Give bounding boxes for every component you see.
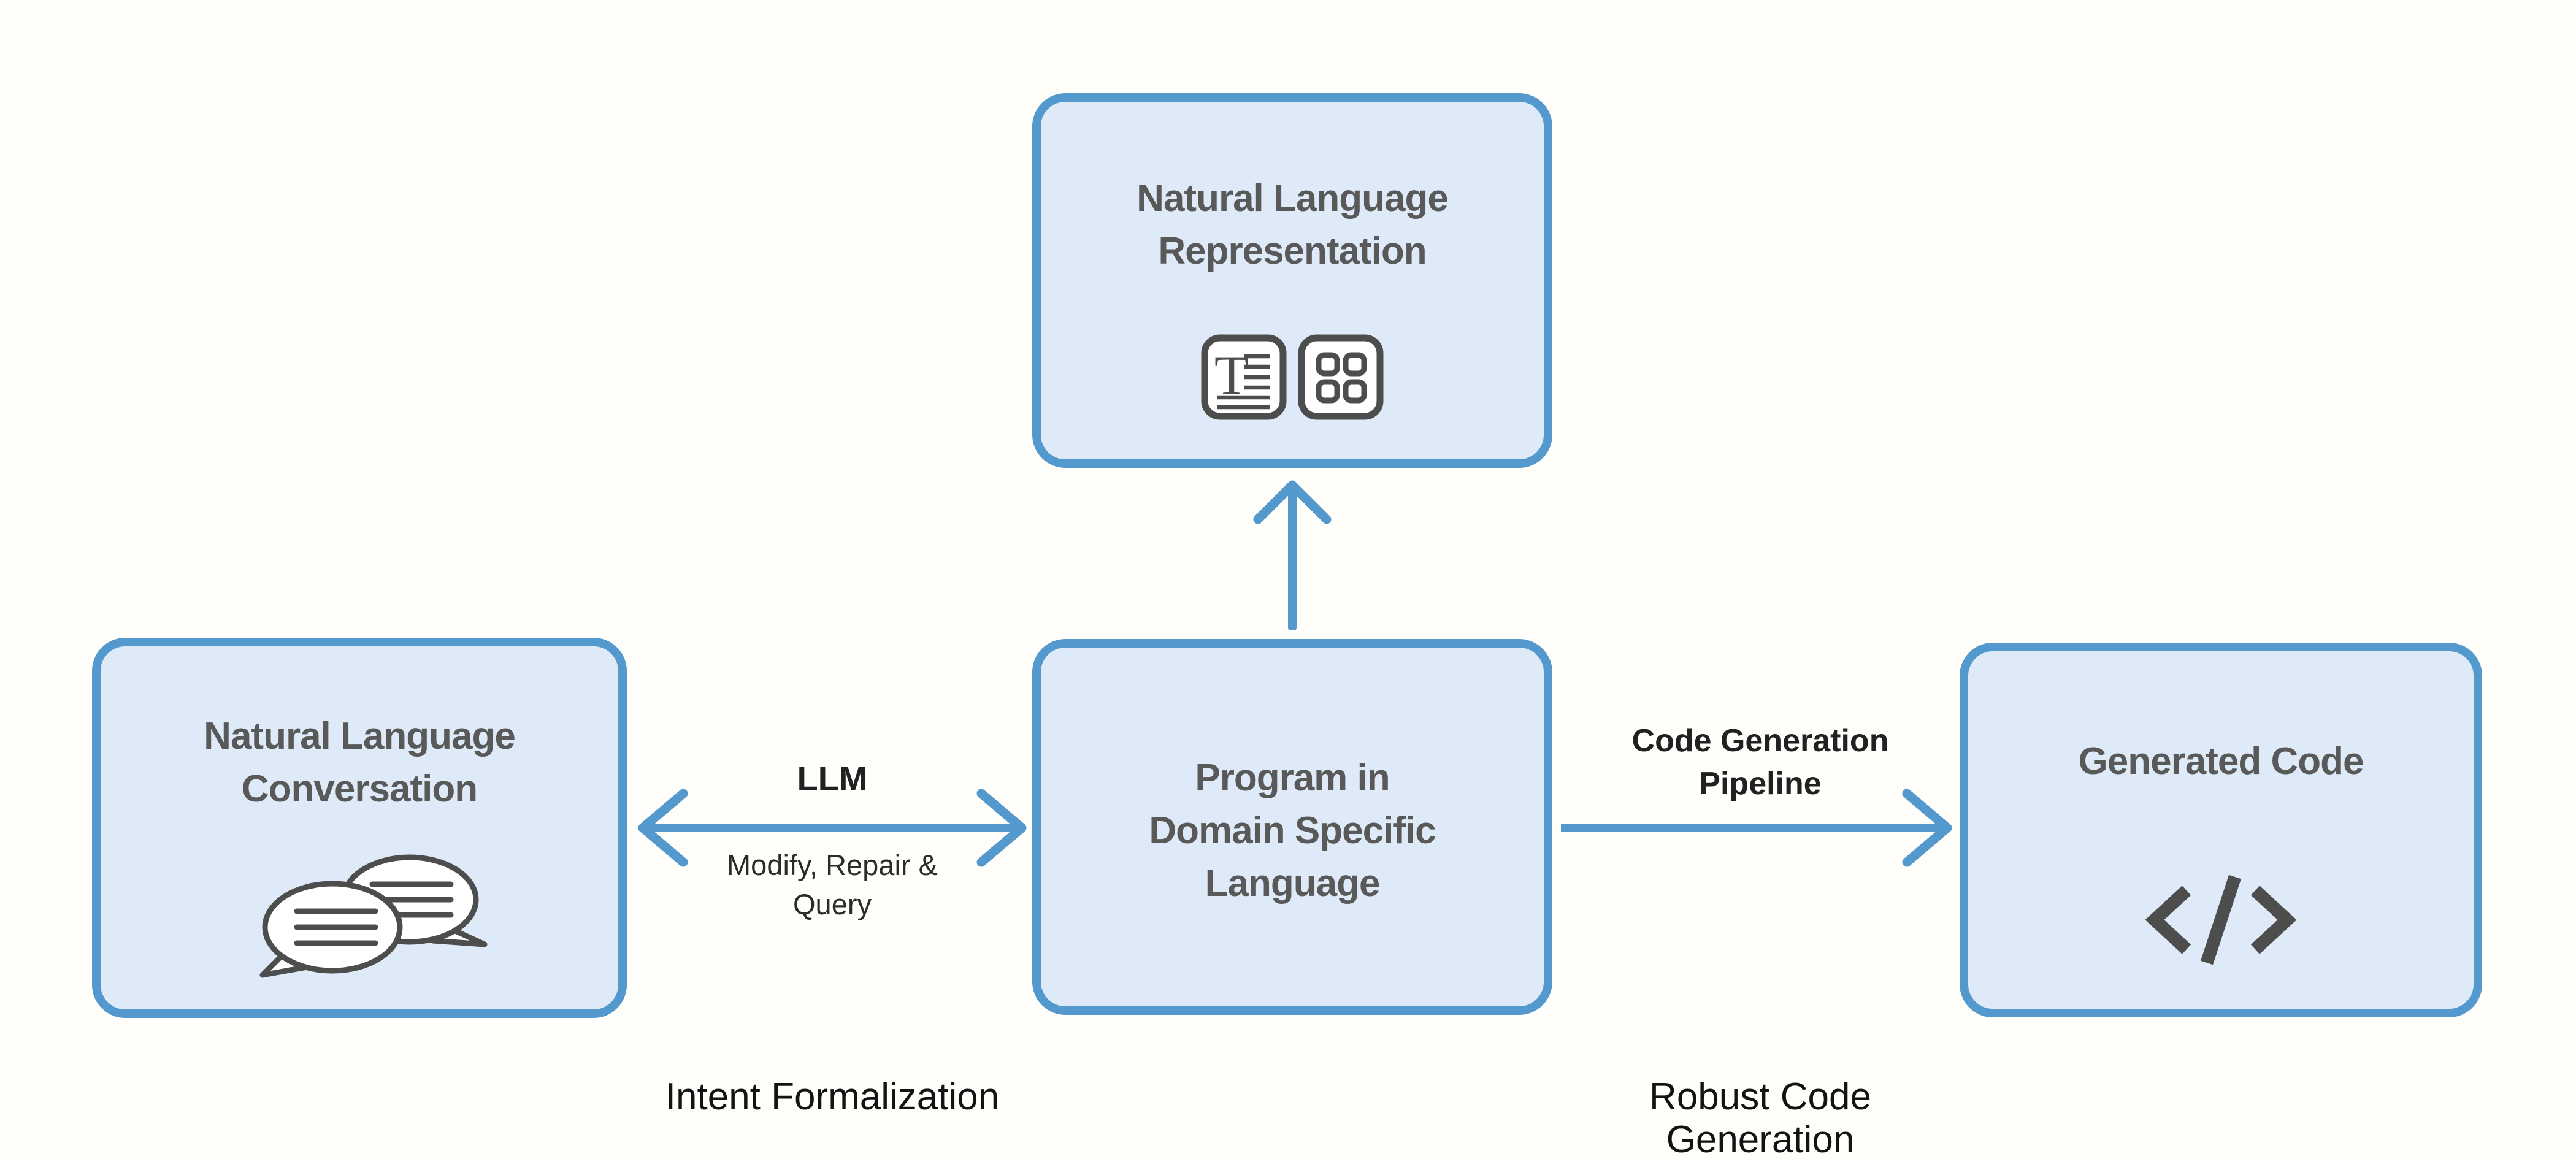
box-title-line: Language: [1205, 862, 1381, 905]
box-title-line: Domain Specific: [1149, 809, 1436, 852]
arrow-representation-up: [1253, 480, 1332, 630]
code-generation-pipeline-line: Pipeline: [1699, 766, 1822, 801]
box-title-line: Representation: [1158, 230, 1427, 272]
caption-intent-formalization: Intent Formalization: [665, 1076, 1000, 1118]
box-title-line: Natural Language: [204, 715, 516, 757]
grid-icon: [1298, 334, 1384, 420]
box-natural-language-representation: Natural Language Representation T: [1032, 93, 1552, 468]
generated-code-icon-wrap: [2141, 871, 2301, 969]
conversation-icon-wrap: [258, 854, 494, 979]
code-generation-pipeline-label: Code Generation Pipeline: [1561, 719, 1960, 805]
box-title-line: Conversation: [241, 768, 478, 810]
box-title-natural-language-representation: Natural Language Representation: [1041, 172, 1544, 278]
modify-repair-query-label: Modify, Repair & Query: [633, 846, 1032, 924]
box-title-line: Natural Language: [1137, 177, 1449, 220]
llm-label: LLM: [797, 759, 868, 798]
text-document-icon: T: [1201, 334, 1287, 420]
chat-bubbles-icon: [259, 854, 488, 978]
box-generated-code: Generated Code: [1960, 643, 2482, 1017]
representation-icon-row: T: [1041, 334, 1544, 420]
box-title-line: Generated Code: [2078, 740, 2364, 782]
box-title-natural-language-conversation: Natural Language Conversation: [101, 710, 618, 816]
code-icon: [2145, 874, 2297, 965]
box-title-generated-code: Generated Code: [1968, 735, 2474, 788]
box-natural-language-conversation: Natural Language Conversation: [92, 638, 627, 1018]
arrow-code-generation: [1561, 789, 1952, 867]
code-generation-pipeline-line: Code Generation: [1631, 723, 1889, 759]
box-title-line: Program in: [1195, 757, 1390, 799]
box-title-program-in-dsl: Program in Domain Specific Language: [1041, 752, 1544, 910]
caption-robust-code-generation: Robust Code Generation: [1649, 1076, 1871, 1159]
box-program-in-dsl: Program in Domain Specific Language: [1032, 639, 1552, 1015]
arrow-llm-bidirectional: [638, 789, 1027, 867]
modify-repair-query-line: Query: [793, 888, 872, 920]
modify-repair-query-line: Modify, Repair &: [727, 849, 938, 881]
